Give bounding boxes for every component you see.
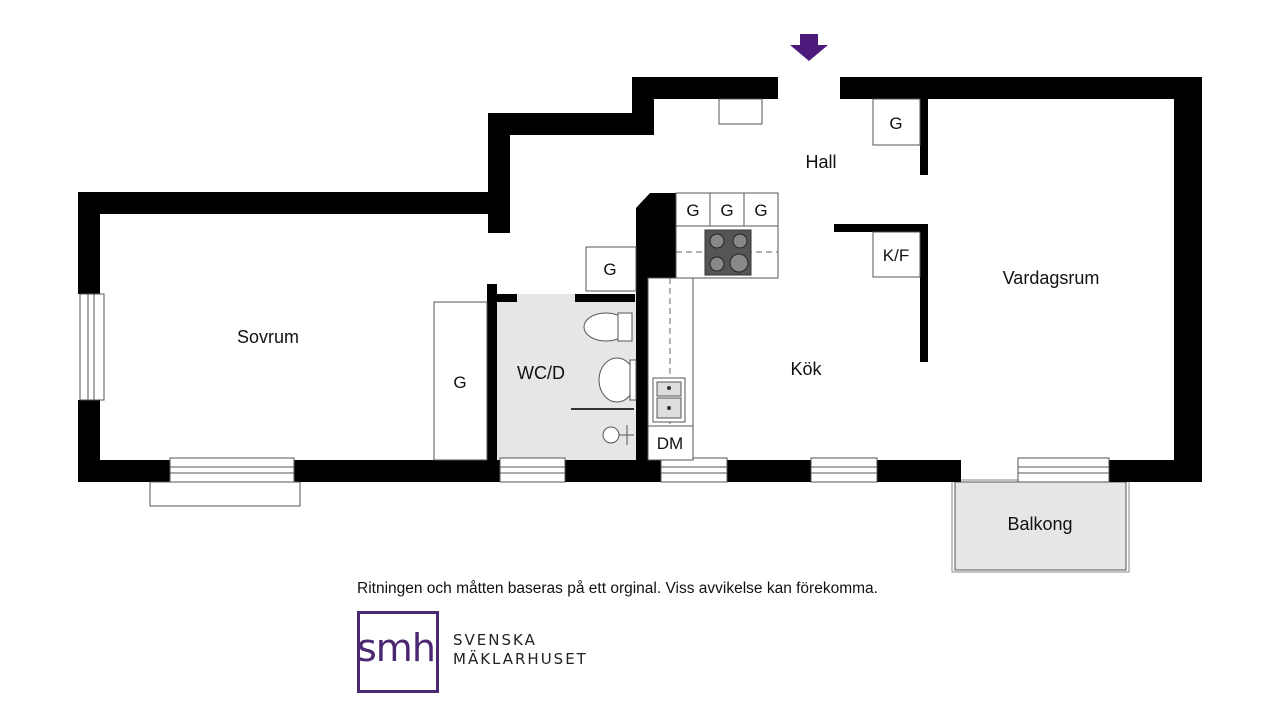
wardrobe-label-kitchen-3: G [754,201,767,220]
hall-threshold [718,98,763,125]
room-label-sovrum: Sovrum [237,327,299,347]
wardrobe-label-kitchen-2: G [720,201,733,220]
room-label-balkong: Balkong [1007,514,1072,534]
room-label-hall: Hall [805,152,836,172]
kitchen-counter [647,277,694,461]
wardrobe-label-hall: G [889,114,902,133]
disclaimer-text: Ritningen och måtten baseras på ett orgi… [357,580,878,597]
stove-counter [675,225,779,279]
wardrobe-boxes [433,98,921,461]
balcony-area [954,481,1127,571]
wardrobe-label-bedroom: G [453,373,466,392]
wc-fixtures [571,312,637,445]
logo-mark: smh [357,626,436,670]
logo-line-1: SVENSKA [453,631,537,649]
windows [79,293,1110,507]
room-label-wc: WC/D [517,363,565,383]
wardrobe-label-kitchen-1: G [686,201,699,220]
entrance-arrow-icon [790,34,828,61]
wardrobe-label-corridor: G [603,260,616,279]
room-label-vardagsrum: Vardagsrum [1003,268,1100,288]
dishwasher-label: DM [657,434,683,453]
logo-line-2: MÄKLARHUSET [453,650,588,668]
logo-frame [357,611,439,693]
fridge-freezer-label: K/F [883,246,909,265]
room-label-kok: Kök [790,359,822,379]
walls [78,77,1202,482]
